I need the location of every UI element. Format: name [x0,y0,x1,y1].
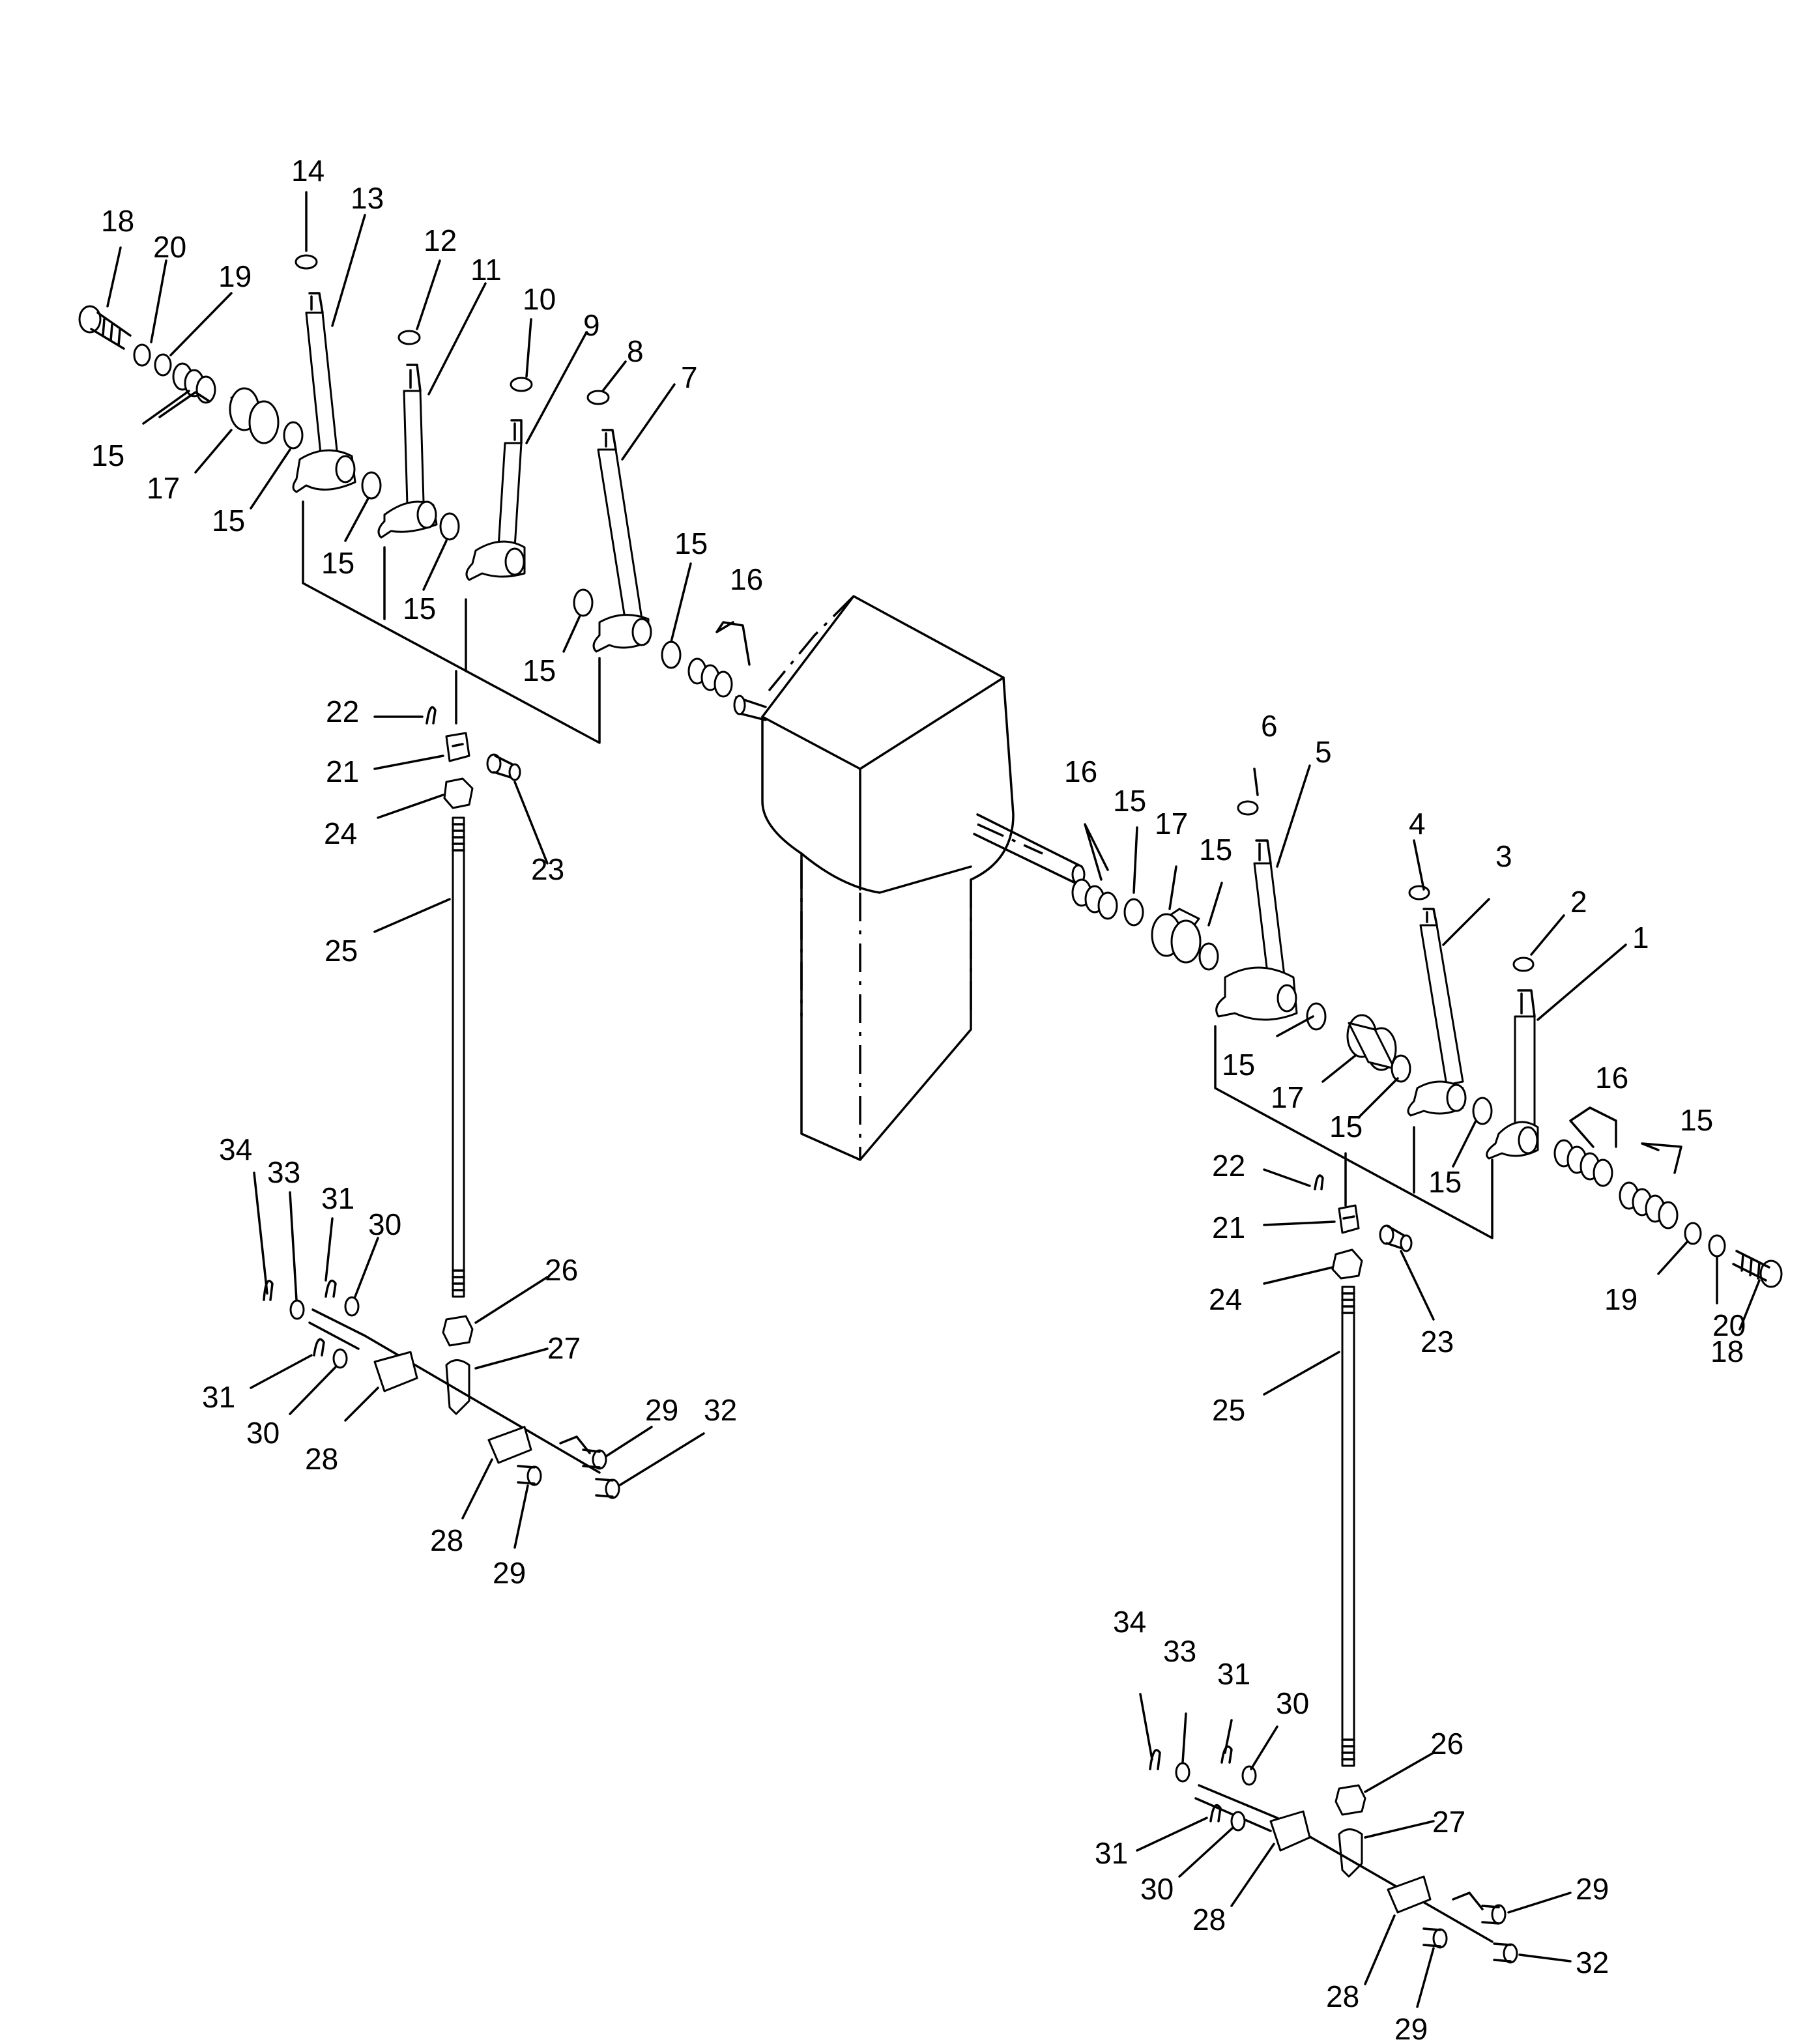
label-30-right-a: 30 [1276,1686,1309,1720]
label-27-right: 27 [1432,1805,1465,1839]
label-34-left: 34 [219,1132,252,1166]
bushing-17-left [229,387,280,444]
label-22-right: 22 [1212,1149,1245,1183]
label-7: 7 [681,360,698,394]
lever-11 [377,364,438,539]
label-34-right: 34 [1113,1605,1146,1639]
label-16-right-b: 16 [1595,1061,1628,1095]
label-17-left: 17 [147,471,180,505]
label-4: 4 [1409,807,1426,841]
label-29-right-a: 29 [1576,1872,1609,1906]
label-26-right: 26 [1430,1727,1464,1761]
label-30-right-b: 30 [1140,1872,1174,1906]
lever-13 [292,292,356,493]
control-housing [733,595,1086,1161]
label-17-right-b: 17 [1271,1080,1304,1114]
label-33-right: 33 [1163,1634,1196,1668]
label-15-left-a: 15 [91,439,124,472]
label-15-left-b: 15 [212,504,245,538]
label-26-left: 26 [545,1253,578,1287]
label-15-right-a: 15 [1113,784,1146,818]
label-24-left: 24 [324,816,357,850]
right-lever-assembly [1071,800,1783,1964]
label-15-left-d: 15 [403,592,436,626]
label-33-left: 33 [267,1155,300,1189]
label-16-right-a: 16 [1064,755,1097,788]
label-20-right: 20 [1712,1308,1746,1342]
label-24-right: 24 [1209,1282,1242,1316]
part-labels: 18 20 19 15 17 15 14 13 12 11 10 9 8 7 1… [91,154,1746,2044]
label-23-left: 23 [531,852,564,886]
label-27-left: 27 [547,1331,581,1365]
label-15-right-e: 15 [1428,1165,1462,1199]
label-15-right-c: 15 [1222,1048,1255,1082]
label-31-left-a: 31 [321,1181,354,1215]
label-15-left-c: 15 [321,546,354,580]
label-28-left-a: 28 [305,1442,338,1476]
label-5: 5 [1315,735,1332,769]
label-32-right: 32 [1576,1946,1609,1979]
label-8: 8 [627,334,644,368]
label-29-left-b: 29 [493,1556,526,1590]
label-18-right: 18 [1710,1334,1744,1368]
label-2: 2 [1570,885,1587,919]
label-19-left: 19 [218,259,252,293]
label-14: 14 [291,154,325,188]
label-16-left: 16 [730,562,763,596]
leader-lines [106,191,1761,2008]
label-18-left: 18 [101,204,134,238]
label-21-left: 21 [326,755,359,788]
label-31-right-b: 31 [1095,1836,1128,1870]
label-6: 6 [1261,709,1278,743]
label-28-left-b: 28 [430,1523,463,1557]
lever-7 [592,429,652,653]
label-9: 9 [583,308,600,342]
label-31-left-b: 31 [202,1380,235,1414]
label-15-right-f: 15 [1680,1103,1713,1137]
label-10: 10 [523,282,556,316]
label-11: 11 [470,253,502,287]
label-13: 13 [351,181,384,215]
label-22-left: 22 [326,695,359,728]
label-15-right-d: 15 [1329,1110,1363,1144]
label-21-right: 21 [1212,1211,1245,1245]
label-29-left-a: 29 [645,1393,678,1427]
label-25-left: 25 [325,934,358,968]
label-30-left-a: 30 [368,1207,401,1241]
label-32-left: 32 [704,1393,737,1427]
left-lever-assembly [78,254,733,1499]
label-29-right-b: 29 [1394,2012,1428,2044]
label-15-left-e: 15 [523,654,556,687]
label-12: 12 [424,223,457,257]
rod-25-left [452,816,465,1298]
label-19-right: 19 [1604,1282,1638,1316]
label-15-left-f: 15 [674,526,708,560]
label-23-right: 23 [1421,1325,1454,1359]
bolt-18-left [78,305,132,350]
label-30-left-b: 30 [246,1416,280,1450]
label-28-right-a: 28 [1192,1903,1226,1936]
label-3: 3 [1495,839,1512,873]
label-20-left: 20 [153,230,186,264]
label-17-right-a: 17 [1155,807,1188,841]
label-28-right-b: 28 [1326,1979,1359,2013]
label-31-right-a: 31 [1217,1657,1250,1691]
label-1: 1 [1632,921,1649,955]
label-15-right-b: 15 [1199,833,1232,867]
label-25-right: 25 [1212,1393,1245,1427]
lever-9 [465,419,526,581]
